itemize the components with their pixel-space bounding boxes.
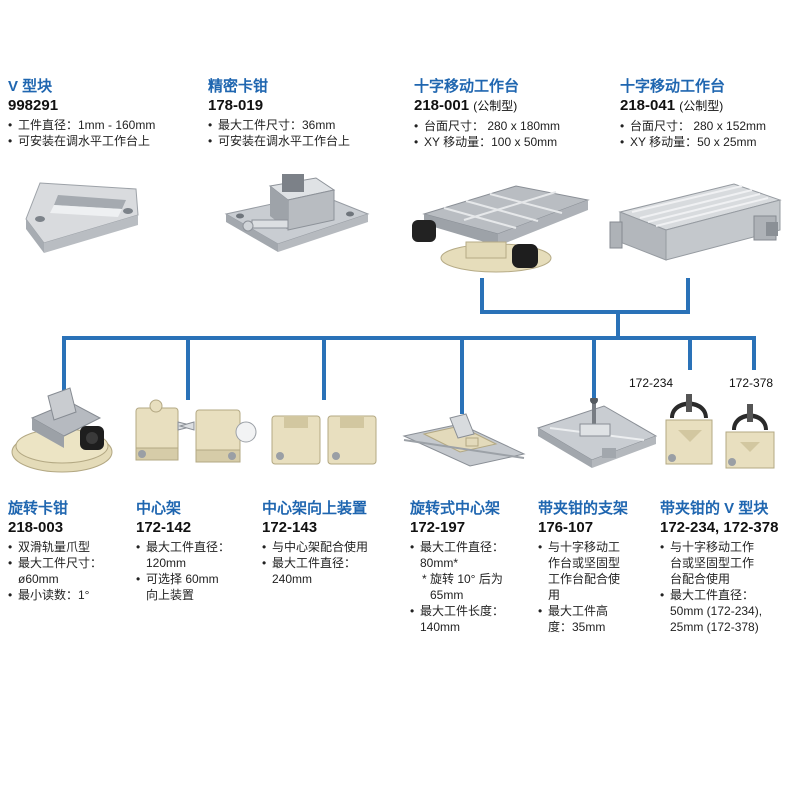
product-title: 旋转式中心架 bbox=[410, 500, 501, 517]
product-rotary-vise: 旋转卡钳 218-003 双滑轨量爪型 最大工件尺寸：ø60mm 最小读数：1° bbox=[8, 500, 102, 603]
product-code: 172-142 bbox=[136, 519, 192, 536]
product-precision-vise: 精密卡钳 178-019 最大工件尺寸：36mm 可安装在调水平工作台上 bbox=[208, 78, 350, 149]
spec-item: 可安装在调水平工作台上 bbox=[208, 133, 350, 149]
spec-item: 台面尺寸： 280 x 180mm bbox=[414, 118, 560, 134]
product-title: 带夹钳的支架 bbox=[538, 500, 629, 517]
spec-item: 台面尺寸： 280 x 152mm bbox=[620, 118, 766, 134]
product-title: V 型块 bbox=[8, 78, 53, 95]
swivel-center-rest-image bbox=[402, 413, 526, 467]
product-cross-table-218-001: 十字移动工作台 218-001 (公制型) 台面尺寸： 280 x 180mm … bbox=[414, 78, 560, 150]
product-code: 176-107 bbox=[538, 519, 594, 536]
spec-list: 工件直径：1mm - 160mm 可安装在调水平工作台上 bbox=[8, 117, 155, 149]
spec-list: 与中心架配合使用 最大工件直径：240mm bbox=[262, 539, 368, 587]
product-code: 172-234, 172-378 bbox=[660, 519, 779, 536]
product-center-rest-riser: 中心架向上装置 172-143 与中心架配合使用 最大工件直径：240mm bbox=[262, 500, 368, 587]
product-code: 218-041 (公制型) bbox=[620, 97, 724, 114]
rotary-vise-image bbox=[11, 387, 113, 473]
product-title: 十字移动工作台 bbox=[620, 78, 726, 95]
product-v-block-with-clamp: 带夹钳的 V 型块 172-234, 172-378 与十字移动工作台或坚固型工… bbox=[660, 500, 778, 635]
product-code: 218-003 bbox=[8, 519, 64, 536]
product-title: 带夹钳的 V 型块 bbox=[660, 500, 769, 517]
spec-list: 双滑轨量爪型 最大工件尺寸：ø60mm 最小读数：1° bbox=[8, 539, 102, 603]
spec-item: 工件直径：1mm - 160mm bbox=[8, 117, 155, 133]
spec-list: 台面尺寸： 280 x 180mm XY 移动量：100 x 50mm bbox=[414, 118, 560, 150]
product-code: 178-019 bbox=[208, 97, 264, 114]
product-title: 旋转卡钳 bbox=[8, 500, 69, 517]
model-label-172-378: 172-378 bbox=[729, 376, 774, 390]
product-title: 中心架 bbox=[136, 500, 182, 517]
holder-with-clamp-image bbox=[536, 398, 658, 468]
spec-item: 最小读数：1° bbox=[8, 587, 102, 603]
spec-item: 最大工件直径：80mm* bbox=[410, 539, 504, 571]
spec-item: XY 移动量：100 x 50mm bbox=[414, 134, 560, 150]
spec-list: 最大工件尺寸：36mm 可安装在调水平工作台上 bbox=[208, 117, 350, 149]
spec-item: 双滑轨量爪型 bbox=[8, 539, 102, 555]
center-rest-riser-image bbox=[271, 415, 377, 465]
precision-vise-image bbox=[224, 174, 370, 252]
v-block-with-clamp-image bbox=[665, 394, 775, 469]
product-title: 中心架向上装置 bbox=[262, 500, 368, 517]
product-v-block: V 型块 998291 工件直径：1mm - 160mm 可安装在调水平工作台上 bbox=[8, 78, 155, 149]
spec-item: 与中心架配合使用 bbox=[262, 539, 368, 555]
product-title: 精密卡钳 bbox=[208, 78, 269, 95]
cross-table-218-001-image bbox=[412, 185, 590, 273]
spec-item: 最大工件直径：240mm bbox=[262, 555, 368, 587]
spec-item: 最大工件直径：120mm bbox=[136, 539, 230, 571]
model-label-172-234: 172-234 bbox=[629, 376, 674, 390]
spec-item: 最大工件尺寸：36mm bbox=[208, 117, 350, 133]
product-code: 172-143 bbox=[262, 519, 318, 536]
product-code: 218-001 (公制型) bbox=[414, 97, 518, 114]
product-swivel-center-rest: 旋转式中心架 172-197 最大工件直径：80mm* * 旋转 10° 后为6… bbox=[410, 500, 504, 635]
spec-item: 可安装在调水平工作台上 bbox=[8, 133, 155, 149]
spec-list: 台面尺寸： 280 x 152mm XY 移动量：50 x 25mm bbox=[620, 118, 766, 150]
product-title: 十字移动工作台 bbox=[414, 78, 520, 95]
cross-table-218-041-image bbox=[609, 183, 782, 261]
spec-item: 最大工件直径：50mm (172-234),25mm (172-378) bbox=[660, 587, 778, 635]
v-block-image bbox=[25, 182, 139, 253]
product-code: 998291 bbox=[8, 97, 59, 114]
center-rest-image bbox=[135, 399, 257, 463]
spec-item: 最大工件长度：140mm bbox=[410, 603, 504, 635]
spec-item: 最大工件尺寸：ø60mm bbox=[8, 555, 102, 587]
product-cross-table-218-041: 十字移动工作台 218-041 (公制型) 台面尺寸： 280 x 152mm … bbox=[620, 78, 766, 150]
spec-item: XY 移动量：50 x 25mm bbox=[620, 134, 766, 150]
product-code: 172-197 bbox=[410, 519, 466, 536]
